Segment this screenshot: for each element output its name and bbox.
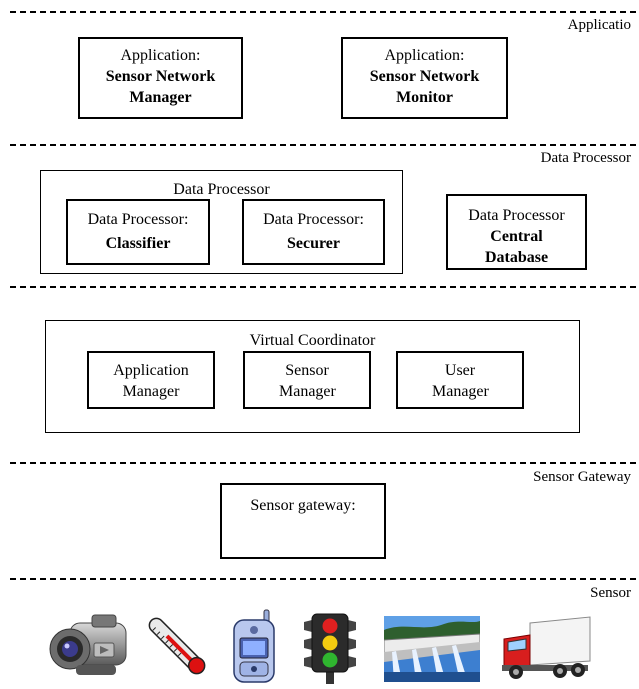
virtual-coordinator-group: Virtual Coordinator — [45, 320, 580, 433]
box-prefix: Application: — [120, 47, 201, 64]
video-camera-icon — [49, 614, 127, 675]
box-name: Sensor Network Manager — [105, 68, 216, 106]
traffic-light-icon — [304, 613, 356, 684]
layer-separator-data-processor — [10, 144, 636, 146]
box-prefix: Data Processor: — [263, 211, 364, 228]
sensor-manager-box: Sensor Manager — [243, 351, 371, 409]
user-manager-box: User Manager — [396, 351, 524, 409]
box-name: Classifier — [105, 235, 171, 252]
layer-label-sensor-gateway: Sensor Gateway — [533, 469, 631, 485]
virtual-coordinator-title: Virtual Coordinator — [249, 332, 376, 349]
layer-separator-sensor — [10, 578, 636, 580]
layer-label-application: Applicatio — [567, 17, 631, 33]
box-prefix: Data Processor — [468, 207, 565, 224]
application-manager-box: Application Manager — [87, 351, 215, 409]
dam-icon — [384, 616, 480, 682]
layer-label-data-processor: Data Processor — [540, 150, 631, 166]
sensor-network-manager-box: Application: Sensor Network Manager — [78, 37, 243, 119]
box-name: Sensor Manager — [279, 362, 336, 400]
sensor-gateway-box: Sensor gateway: — [220, 483, 386, 559]
box-name: Securer — [286, 235, 340, 252]
layer-separator-virtual-coordinator — [10, 286, 636, 288]
box-name: Sensor Network Monitor — [369, 68, 480, 106]
data-processor-group: Data Processor — [40, 170, 403, 274]
box-prefix: Data Processor: — [87, 211, 189, 228]
mobile-phone-icon — [233, 609, 275, 683]
box-name: Central Database — [484, 228, 549, 266]
sensor-network-monitor-box: Application: Sensor Network Monitor — [341, 37, 508, 119]
box-name: Application Manager — [113, 362, 189, 400]
securer-box: Data Processor: Securer — [242, 199, 385, 265]
thermometer-icon — [148, 617, 206, 675]
layer-separator-sensor-gateway — [10, 462, 636, 464]
delivery-truck-icon — [502, 616, 591, 679]
box-name: User Manager — [432, 362, 489, 400]
data-processor-group-title: Data Processor — [173, 181, 270, 198]
box-prefix: Application: — [384, 47, 465, 64]
central-database-box: Data Processor Central Database — [446, 194, 587, 270]
sensor-gateway-label: Sensor gateway: — [250, 497, 356, 514]
classifier-box: Data Processor: Classifier — [66, 199, 210, 265]
layer-separator-application — [10, 11, 636, 13]
layer-label-sensor: Sensor — [590, 585, 631, 601]
